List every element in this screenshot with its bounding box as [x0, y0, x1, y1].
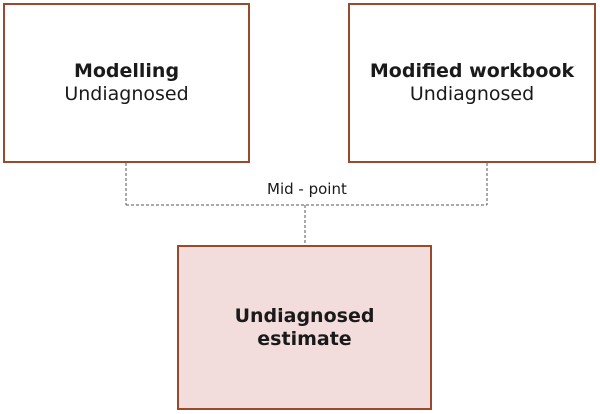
mid-point-label: Mid - point	[265, 180, 349, 198]
modified-workbook-box: Modified workbook Undiagnosed	[348, 3, 596, 163]
modelling-box: Modelling Undiagnosed	[3, 3, 250, 163]
undiagnosed-estimate-box: Undiagnosed estimate	[177, 245, 432, 410]
estimate-line-2: estimate	[257, 327, 352, 350]
modelling-title: Modelling	[73, 60, 180, 83]
modified-workbook-title: Modified workbook	[369, 60, 575, 83]
modelling-subtitle: Undiagnosed	[64, 83, 189, 105]
estimate-line-1: Undiagnosed	[234, 304, 375, 327]
modified-workbook-subtitle: Undiagnosed	[409, 83, 535, 105]
